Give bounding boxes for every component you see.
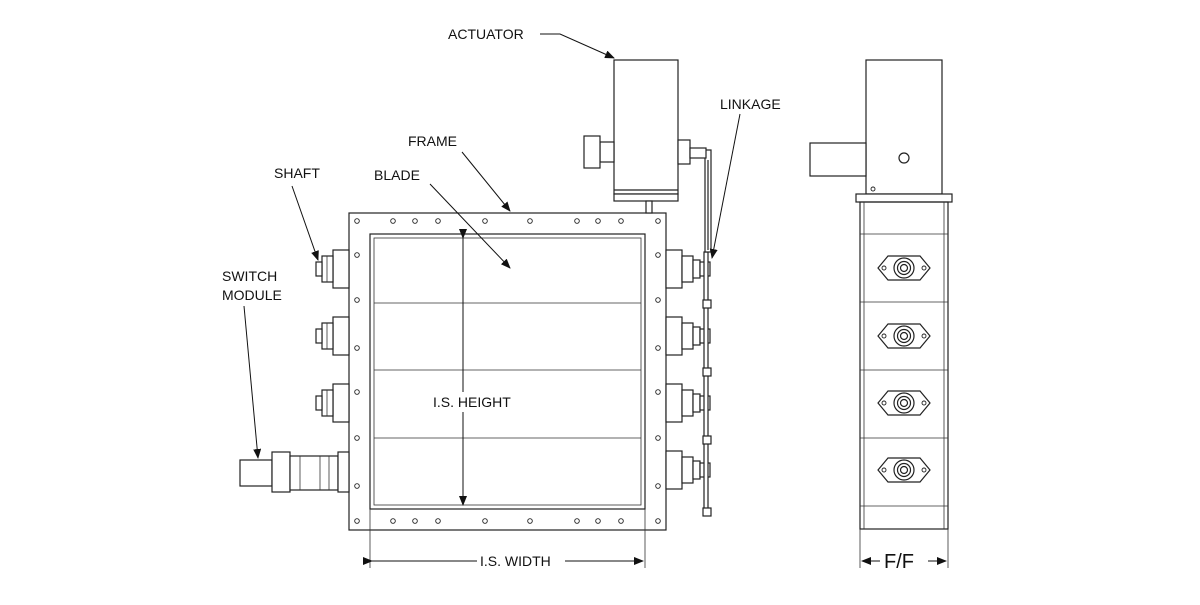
is-width-label: I.S. WIDTH [480,553,551,569]
bolt-hole [354,252,360,258]
actuator-body [583,59,707,214]
bolt-hole [574,218,580,224]
bolt-hole [595,218,601,224]
bolt-hole [354,518,360,524]
bolt-hole [354,218,360,224]
bolt-hole [354,297,360,303]
bolt-hole [390,218,396,224]
switch-module-label-line1: SWITCH [222,268,277,284]
shaft-label: SHAFT [274,165,320,181]
bolt-hole [655,297,661,303]
side-bearing [877,390,931,416]
shaft-bearings-right [665,249,711,490]
side-bearing [877,457,931,483]
bolt-hole [354,483,360,489]
bolt-hole [435,218,441,224]
side-bearings [877,255,931,483]
linkage-leader [709,113,741,259]
bolt-hole [527,218,533,224]
bolt-hole [655,345,661,351]
switch-module [239,451,350,493]
bolt-hole [354,389,360,395]
frame-inner [369,233,646,510]
shaft-leader [291,185,319,261]
blade-label: BLADE [374,167,420,183]
bolt-hole [655,252,661,258]
bolt-hole [618,218,624,224]
bolt-hole [354,345,360,351]
switch-module-label-line2: MODULE [222,287,282,303]
bolt-hole [482,518,488,524]
bolt-hole [412,218,418,224]
labels: ACTUATOR LINKAGE FRAME BLADE SHAFT SWITC… [222,26,914,573]
bolt-hole [435,518,441,524]
ff-label: F/F [884,551,914,573]
frame-label: FRAME [408,133,457,149]
bolt-hole [655,389,661,395]
shaft-bearings-left [315,249,350,423]
is-height-label: I.S. HEIGHT [433,394,511,410]
bolt-hole [655,518,661,524]
bolt-hole [655,483,661,489]
bolt-hole [655,435,661,441]
bolt-hole [412,518,418,524]
bolt-hole [354,435,360,441]
leaders [243,33,741,459]
bolt-hole [618,518,624,524]
switch-module-leader [243,305,262,459]
bolt-hole [527,518,533,524]
frame-leader [461,151,511,212]
linkage-label: LINKAGE [720,96,781,112]
bolt-hole [482,218,488,224]
blade-leader [429,183,511,269]
side-view [809,59,953,568]
bolt-hole [595,518,601,524]
frame-outer [348,212,667,531]
bolt-hole [390,518,396,524]
linkage-bar [702,149,712,517]
front-view [239,59,712,568]
actuator-label: ACTUATOR [448,26,524,42]
bolt-hole [655,218,661,224]
actuator-leader [540,33,615,59]
side-bearing [877,255,931,281]
frame-bolts [354,218,661,524]
bolt-hole [574,518,580,524]
side-bearing [877,323,931,349]
